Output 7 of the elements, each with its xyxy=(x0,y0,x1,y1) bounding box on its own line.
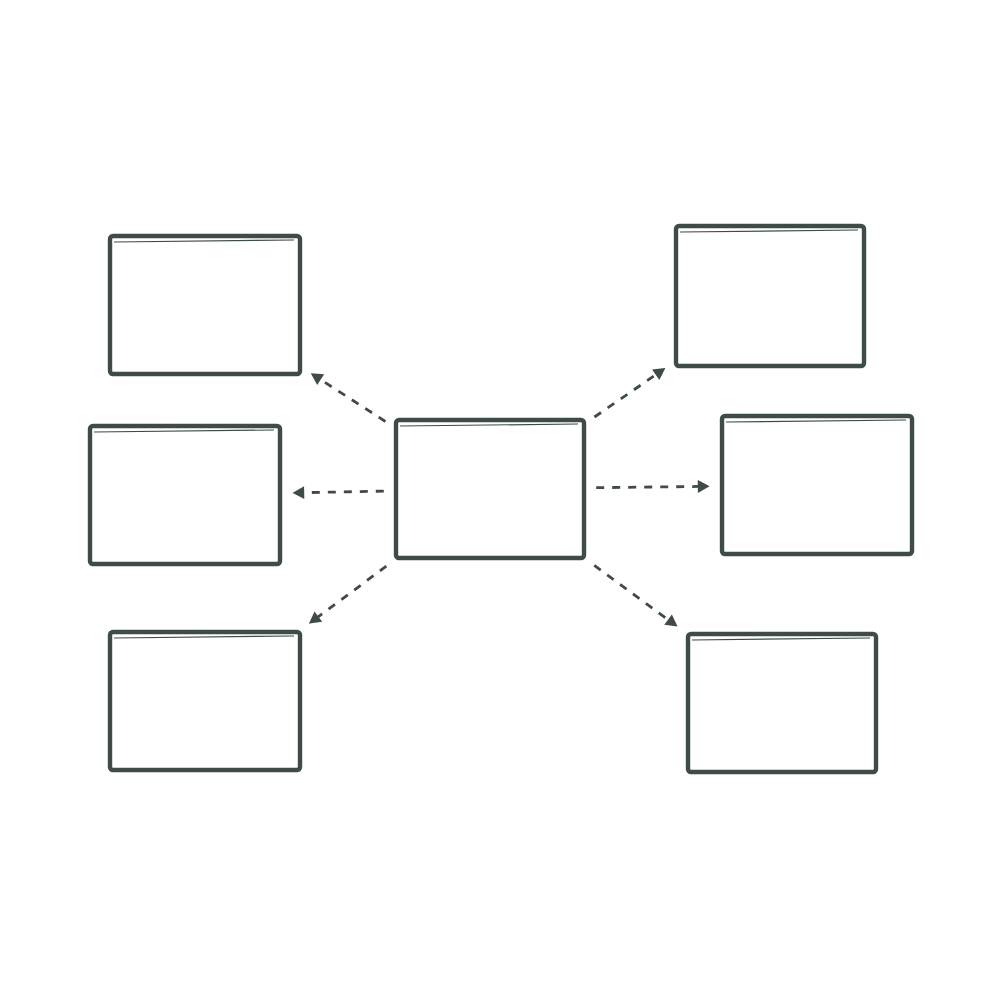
empty-box xyxy=(107,233,303,377)
empty-box xyxy=(107,629,303,773)
empty-box xyxy=(685,631,879,775)
empty-box xyxy=(673,223,867,369)
empty-box xyxy=(87,423,283,567)
empty-box xyxy=(719,413,915,557)
empty-box xyxy=(393,417,587,561)
